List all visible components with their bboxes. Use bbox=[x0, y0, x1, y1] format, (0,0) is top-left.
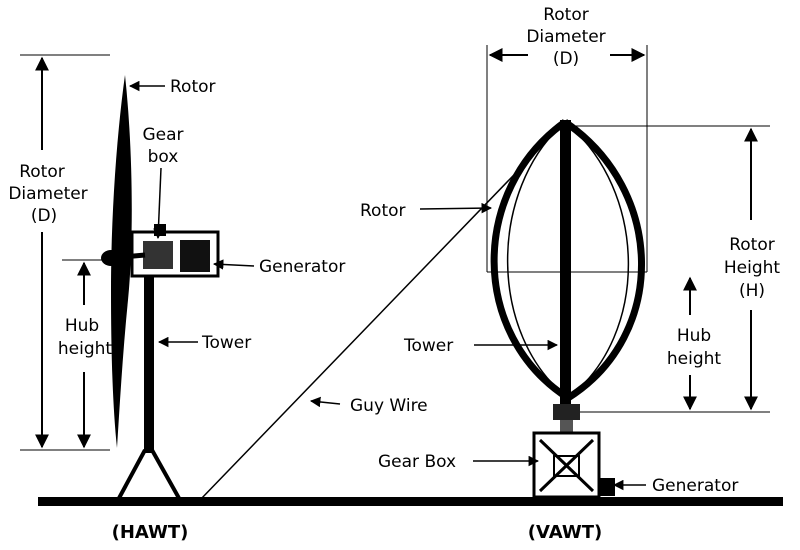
vawt-rotor-diameter-label-3: (D) bbox=[553, 49, 579, 69]
hawt-tower-legs bbox=[116, 448, 182, 501]
vawt-gear-box-label: Gear Box bbox=[378, 452, 456, 472]
hawt-generator-unit bbox=[180, 240, 210, 272]
ground-line bbox=[38, 497, 783, 506]
hawt-gear-box-pointer bbox=[153, 167, 164, 240]
hawt-gear-box-label-2: box bbox=[148, 147, 179, 167]
vawt-rotor-label: Rotor bbox=[360, 201, 406, 221]
vawt-rotor-diameter-label-2: Diameter bbox=[526, 27, 605, 47]
hawt-hub-height-label-2: height bbox=[58, 339, 113, 359]
guy-wire-label: Guy Wire bbox=[350, 396, 428, 416]
hawt-hub-height-dimension bbox=[62, 259, 110, 449]
vawt-tower-label: Tower bbox=[403, 336, 453, 356]
vawt-rotor-height-dimension bbox=[570, 125, 770, 413]
hawt-tower bbox=[144, 275, 154, 453]
hawt-shaft-block bbox=[154, 224, 166, 236]
vawt-rotor-height-label-1: Rotor bbox=[729, 235, 775, 255]
vawt-caption: (VAWT) bbox=[528, 522, 602, 543]
hawt-tower-label: Tower bbox=[201, 333, 251, 353]
vawt-hub-height-label-2: height bbox=[667, 349, 722, 369]
vawt-generator-unit bbox=[599, 478, 615, 496]
hawt-caption: (HAWT) bbox=[112, 522, 189, 543]
guy-wire-pointer bbox=[309, 396, 341, 408]
hawt-rotor-diameter-label-1: Rotor bbox=[19, 162, 65, 182]
vawt-rotor-diameter-dimension bbox=[486, 45, 648, 273]
vawt-base-collar bbox=[553, 404, 580, 420]
hawt-rotor-diameter-dimension bbox=[20, 54, 110, 451]
vawt-rotor-blades bbox=[490, 119, 645, 401]
hawt-hub-height-label-1: Hub bbox=[65, 316, 99, 336]
guy-wire bbox=[199, 121, 566, 501]
hawt-gear-box-unit bbox=[143, 241, 173, 269]
vawt-rotor-height-label-2: Height bbox=[724, 258, 781, 278]
hawt-turbine bbox=[101, 75, 220, 501]
hawt-generator-pointer bbox=[212, 259, 255, 270]
hawt-rotor-label: Rotor bbox=[170, 77, 216, 97]
hawt-rotor-blade bbox=[111, 75, 132, 448]
vawt-rotor-diameter-label-1: Rotor bbox=[543, 5, 589, 25]
hawt-generator-label: Generator bbox=[259, 257, 345, 277]
vawt-rotor-pointer bbox=[419, 202, 493, 214]
vawt-tower bbox=[560, 120, 571, 410]
vawt-turbine bbox=[490, 119, 645, 499]
vawt-hub-height-label-1: Hub bbox=[677, 326, 711, 346]
hawt-rotor-diameter-label-2: Diameter bbox=[8, 184, 87, 204]
hawt-rotor-diameter-label-3: (D) bbox=[31, 206, 57, 226]
vawt-rotor-height-label-3: (H) bbox=[739, 281, 765, 301]
hawt-gear-box-label-1: Gear bbox=[142, 125, 183, 145]
vawt-generator-label: Generator bbox=[652, 476, 738, 496]
